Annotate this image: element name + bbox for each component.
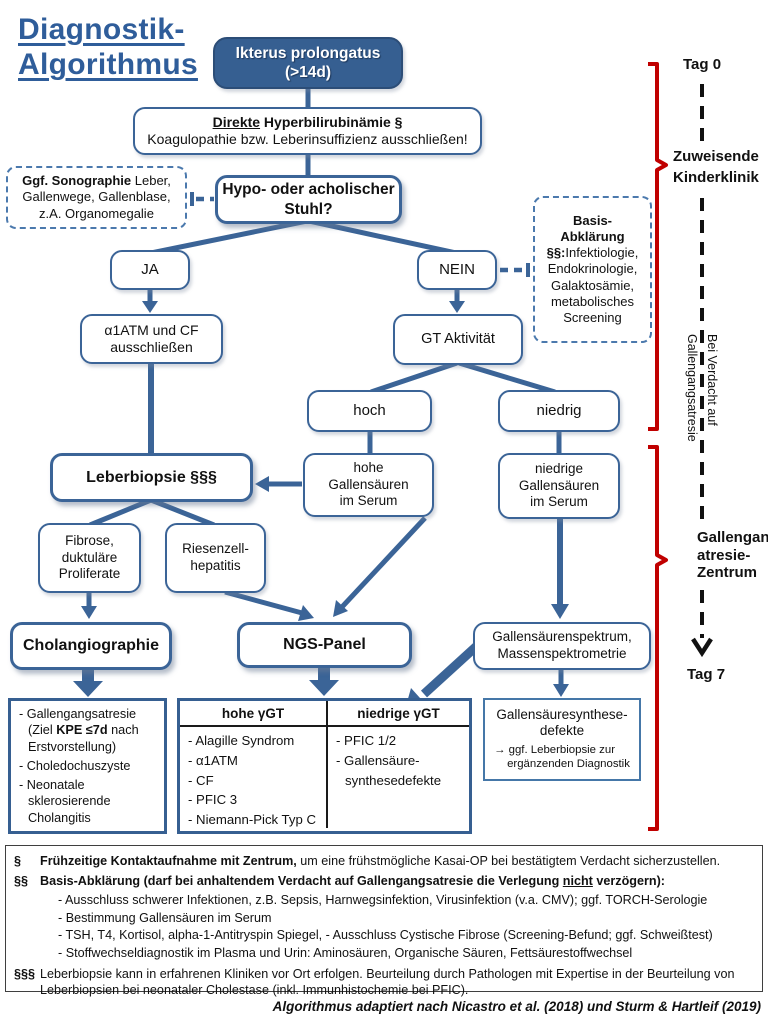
timeline-tag7-label: Tag 7 [687, 665, 726, 686]
sonographie-rest: Leber, Gallenwege, Gallenblase, z.A. Org… [22, 173, 171, 221]
node-sonographie-note: Ggf. Sonographie Leber, Gallenwege, Gall… [6, 166, 187, 229]
outcome-item-gallengangsatresie: - Gallengangsatresie (Ziel KPE ≤7d nach … [19, 706, 139, 755]
timeline-zentrum-label: Gallengangs- atresie- Zentrum [697, 529, 768, 582]
node-gt-aktivitaet: GT Aktivität [393, 314, 523, 365]
sonographie-bold: Ggf. Sonographie [22, 173, 132, 189]
association-end-ticks [190, 192, 530, 277]
footnote-2-text: Basis-Abklärung (darf bei anhaltendem Ve… [40, 873, 665, 889]
timeline-referring-clinic-label: Zuweisende Kinderklinik [673, 146, 759, 188]
node-fibrose: Fibrose, duktuläre Proliferate [38, 523, 141, 593]
footnote-2-underlined: nicht [562, 874, 593, 889]
footnote-2-item: - TSH, T4, Kortisol, alpha-1-Antitryspin… [58, 928, 713, 943]
direkte-bold-underlined: Direkte [212, 113, 261, 130]
node-hohe-gallensaeuren: hohe Gallensäuren im Serum [303, 453, 434, 517]
node-hoch: hoch [307, 390, 432, 432]
ygt-table-body: - Alagille Syndrom - α1ATM - CF - PFIC 3… [180, 727, 469, 828]
basis-bold: Basis- Abklärung §§: [546, 212, 625, 261]
node-cholangiographie: Cholangiographie [10, 622, 172, 670]
ygt-table-col-niedrige: - PFIC 1/2 - Gallensäure- synthesedefekt… [328, 727, 469, 828]
node-basis-abklaerung: Basis- Abklärung §§:Infektiologie, Endok… [533, 196, 652, 343]
bracket-referring-clinic [648, 62, 668, 431]
timeline-tag0-label: Tag 0 [683, 55, 722, 76]
node-gallensaeuresynthesedefekte: Gallensäuresynthese- defekte → ggf. Lebe… [483, 698, 641, 781]
footnote-2: §§ Basis-Abklärung (darf bei anhaltendem… [14, 873, 754, 889]
table-cell: - CF [188, 772, 214, 788]
dashed-association-lines [196, 196, 524, 273]
timeline-verdacht-label: Bei Verdacht auf Gallengangsatresie [685, 334, 719, 442]
node-gallensaeurenspektrum: Gallensäurenspektrum, Massenspektrometri… [473, 622, 651, 670]
node-niedrige-gallensaeuren: niedrige Gallensäuren im Serum [498, 453, 620, 519]
node-ja: JA [110, 250, 190, 290]
node-nein: NEIN [417, 250, 497, 290]
footnote-2-post: verzögern): [592, 874, 665, 889]
synthese-title: Gallensäuresynthese- defekte [496, 706, 628, 739]
ygt-table-header-row: hohe γGT niedrige γGT [180, 701, 469, 727]
node-stuhl-frage: Hypo- oder acholischer Stuhl? [215, 175, 402, 224]
footnote-2-item: - Bestimmung Gallensäuren im Serum [58, 910, 272, 925]
direkte-line1: Direkte Hyperbilirubinämie § [213, 114, 403, 132]
page-title: Diagnostik- Algorithmus [18, 13, 198, 82]
footnote-1: § Frühzeitige Kontaktaufnahme mit Zentru… [14, 853, 754, 869]
outcome-item-choledochuszyste: - Choledochuszyste [19, 758, 131, 773]
node-ngs-panel: NGS-Panel [237, 622, 412, 668]
flow-lines [86, 87, 564, 698]
node-a1atm-cf: α1ATM und CF ausschließen [80, 314, 223, 364]
outcome-list-box: - Gallengangsatresie (Ziel KPE ≤7d nach … [8, 698, 167, 834]
table-cell: - PFIC 1/2 [336, 733, 397, 748]
node-leberbiopsie: Leberbiopsie §§§ [50, 453, 253, 502]
footnote-2-item: - Ausschluss schwerer Infektionen, z.B. … [58, 892, 708, 907]
node-riesenzellhepatitis: Riesenzell- hepatitis [165, 523, 266, 593]
table-cell: - Niemann-Pick Typ C [188, 812, 317, 828]
outcome-item1-post: nach Erstvorstellung) [28, 723, 139, 754]
footnote-1-text: Frühzeitige Kontaktaufnahme mit Zentrum,… [40, 853, 720, 869]
node-direkte-hyperbilirubinaemie: Direkte Hyperbilirubinämie § Koagulopath… [133, 107, 482, 155]
table-cell: - α1ATM [188, 752, 238, 768]
footnote-2-marker: §§ [14, 874, 29, 889]
outcome-item1-pre: - Gallengangsatresie (Ziel [19, 707, 137, 738]
footnote-1-marker: § [14, 854, 22, 868]
ygt-table-header-niedrige: niedrige γGT [357, 706, 440, 721]
ygt-result-table: hohe γGT niedrige γGT - Alagille Syndrom… [177, 698, 472, 834]
footnote-1-bold: Frühzeitige Kontaktaufnahme mit Zentrum, [40, 854, 297, 868]
footnote-1-rest: um eine frühstmögliche Kasai-OP bei best… [296, 854, 721, 868]
synthese-note: → ggf. Leberbiopsie zur ergänzenden Diag… [494, 743, 630, 771]
direkte-line2: Koagulopathie bzw. Leberinsuffizienz aus… [147, 131, 468, 147]
ygt-table-col-hohe: - Alagille Syndrom - α1ATM - CF - PFIC 3… [180, 727, 328, 828]
outcome-item1-bold: KPE ≤7d [56, 723, 108, 738]
table-cell: - Gallensäure- synthesedefekte [336, 752, 442, 788]
sonographie-text: Ggf. Sonographie Leber, Gallenwege, Gall… [22, 173, 171, 222]
node-niedrig: niedrig [498, 390, 620, 432]
source-credit: Algorithmus adaptiert nach Nicastro et a… [272, 999, 761, 1014]
bracket-atresia-center [648, 445, 668, 831]
footnote-3-marker: §§§ [14, 966, 36, 981]
timeline-arrowhead [691, 637, 713, 658]
footnote-2-pre: Basis-Abklärung (darf bei anhaltendem Ve… [40, 874, 563, 889]
outcome-item-cholangitis: - Neonatale sklerosierende Cholangitis [19, 778, 111, 825]
table-cell: - Alagille Syndrom [188, 733, 295, 748]
footnote-3: §§§ Leberbiopsie kann in erfahrenen Klin… [14, 966, 754, 999]
node-ikterus-prolongatus: Ikterus prolongatus (>14d) [213, 37, 403, 89]
footnote-2-item: - Stoffwechseldiagnostik im Plasma und U… [58, 946, 633, 961]
basis-text: Basis- Abklärung §§:Infektiologie, Endok… [539, 213, 646, 327]
footnote-3-text: Leberbiopsie kann in erfahrenen Kliniken… [40, 966, 735, 998]
red-brackets [648, 62, 668, 831]
direkte-bold-rest: Hyperbilirubinämie § [260, 113, 403, 130]
footnotes-box: § Frühzeitige Kontaktaufnahme mit Zentru… [5, 845, 763, 997]
ygt-table-header-hohe: hohe γGT [180, 701, 328, 725]
table-cell: - PFIC 3 [188, 792, 238, 808]
basis-rest: Infektiologie, Endokrinologie, Galaktosä… [547, 245, 639, 326]
